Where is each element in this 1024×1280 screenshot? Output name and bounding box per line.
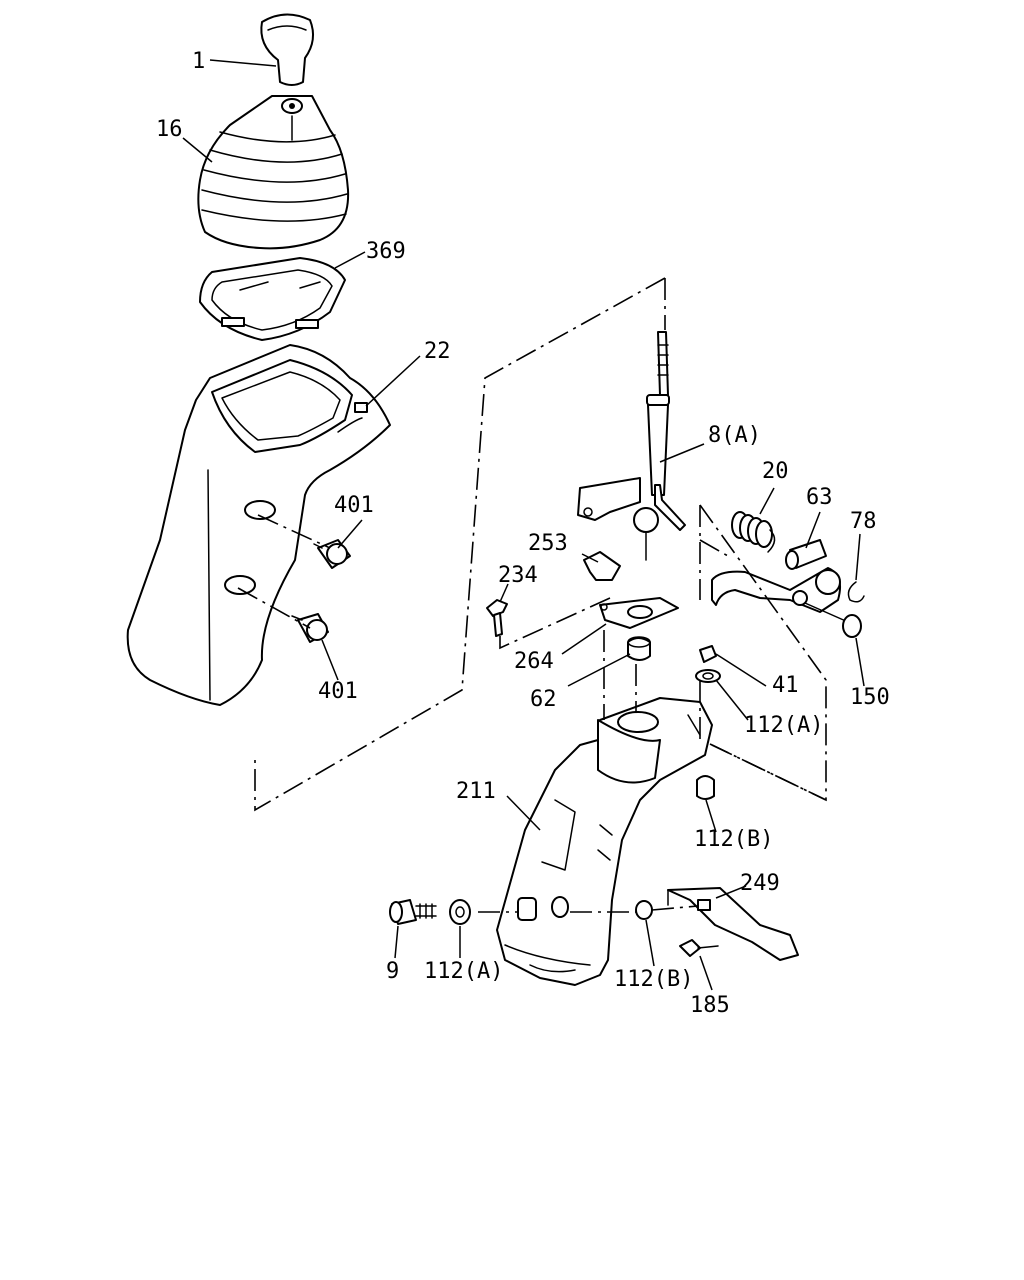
select-lever-part — [711, 567, 849, 623]
damper-pad-part — [583, 551, 621, 581]
label-8a: 8(A) — [708, 423, 761, 448]
label-150: 150 — [850, 685, 890, 710]
rubber-bushing-part — [627, 636, 651, 661]
shift-boot-part — [197, 95, 350, 250]
pivot-pin-part — [785, 539, 827, 570]
label-9: 9 — [386, 959, 399, 984]
bolt-185-part — [679, 939, 719, 957]
label-112b-bottom: 112(B) — [614, 967, 693, 992]
label-211: 211 — [456, 779, 496, 804]
leader-lines — [182, 59, 865, 991]
label-185: 185 — [690, 993, 730, 1018]
lever-plate-part — [599, 597, 679, 629]
label-112b-right: 112(B) — [694, 827, 773, 852]
washer-112a-bottom-part — [449, 899, 471, 925]
shift-knob-part — [260, 13, 315, 86]
bushing-part — [842, 614, 862, 638]
label-16: 16 — [156, 117, 183, 142]
return-spring-part — [731, 511, 776, 553]
label-20: 20 — [762, 459, 789, 484]
label-1: 1 — [192, 49, 205, 74]
label-253: 253 — [528, 531, 568, 556]
part-labels: 1 16 369 22 401 401 8(A) 20 63 78 253 23… — [156, 49, 890, 1018]
assembly-centerlines — [478, 539, 827, 913]
label-112a-bottom: 112(A) — [424, 959, 503, 984]
screw-401-lower — [291, 613, 329, 643]
label-264: 264 — [514, 649, 554, 674]
label-112a-right: 112(A) — [744, 713, 823, 738]
shift-lever-rod-part — [577, 331, 686, 561]
console-cover-part — [126, 344, 391, 706]
lever-group-boundary — [699, 504, 827, 802]
label-234: 234 — [498, 563, 538, 588]
retaining-clip-part — [847, 581, 865, 603]
label-401-upper: 401 — [334, 493, 374, 518]
washer-112a-right-part — [695, 669, 721, 683]
grommet-112b-right-part — [696, 775, 715, 800]
mounting-bracket-part — [667, 887, 799, 961]
label-249: 249 — [740, 871, 780, 896]
bolt-234-part — [486, 597, 611, 650]
grommet-112b-bottom-part — [635, 900, 653, 920]
label-63: 63 — [806, 485, 833, 510]
label-62: 62 — [530, 687, 557, 712]
label-401-lower: 401 — [318, 679, 358, 704]
shift-bracket-part — [496, 697, 713, 986]
label-369: 369 — [366, 239, 406, 264]
screw-401-upper — [313, 539, 351, 569]
label-78: 78 — [850, 509, 877, 534]
label-22: 22 — [424, 339, 451, 364]
boot-retainer-ring-part — [199, 257, 346, 341]
assembly-boundary — [237, 277, 666, 812]
bolt-9-part — [389, 899, 437, 925]
nut-41-part — [699, 645, 717, 663]
label-41: 41 — [772, 673, 799, 698]
